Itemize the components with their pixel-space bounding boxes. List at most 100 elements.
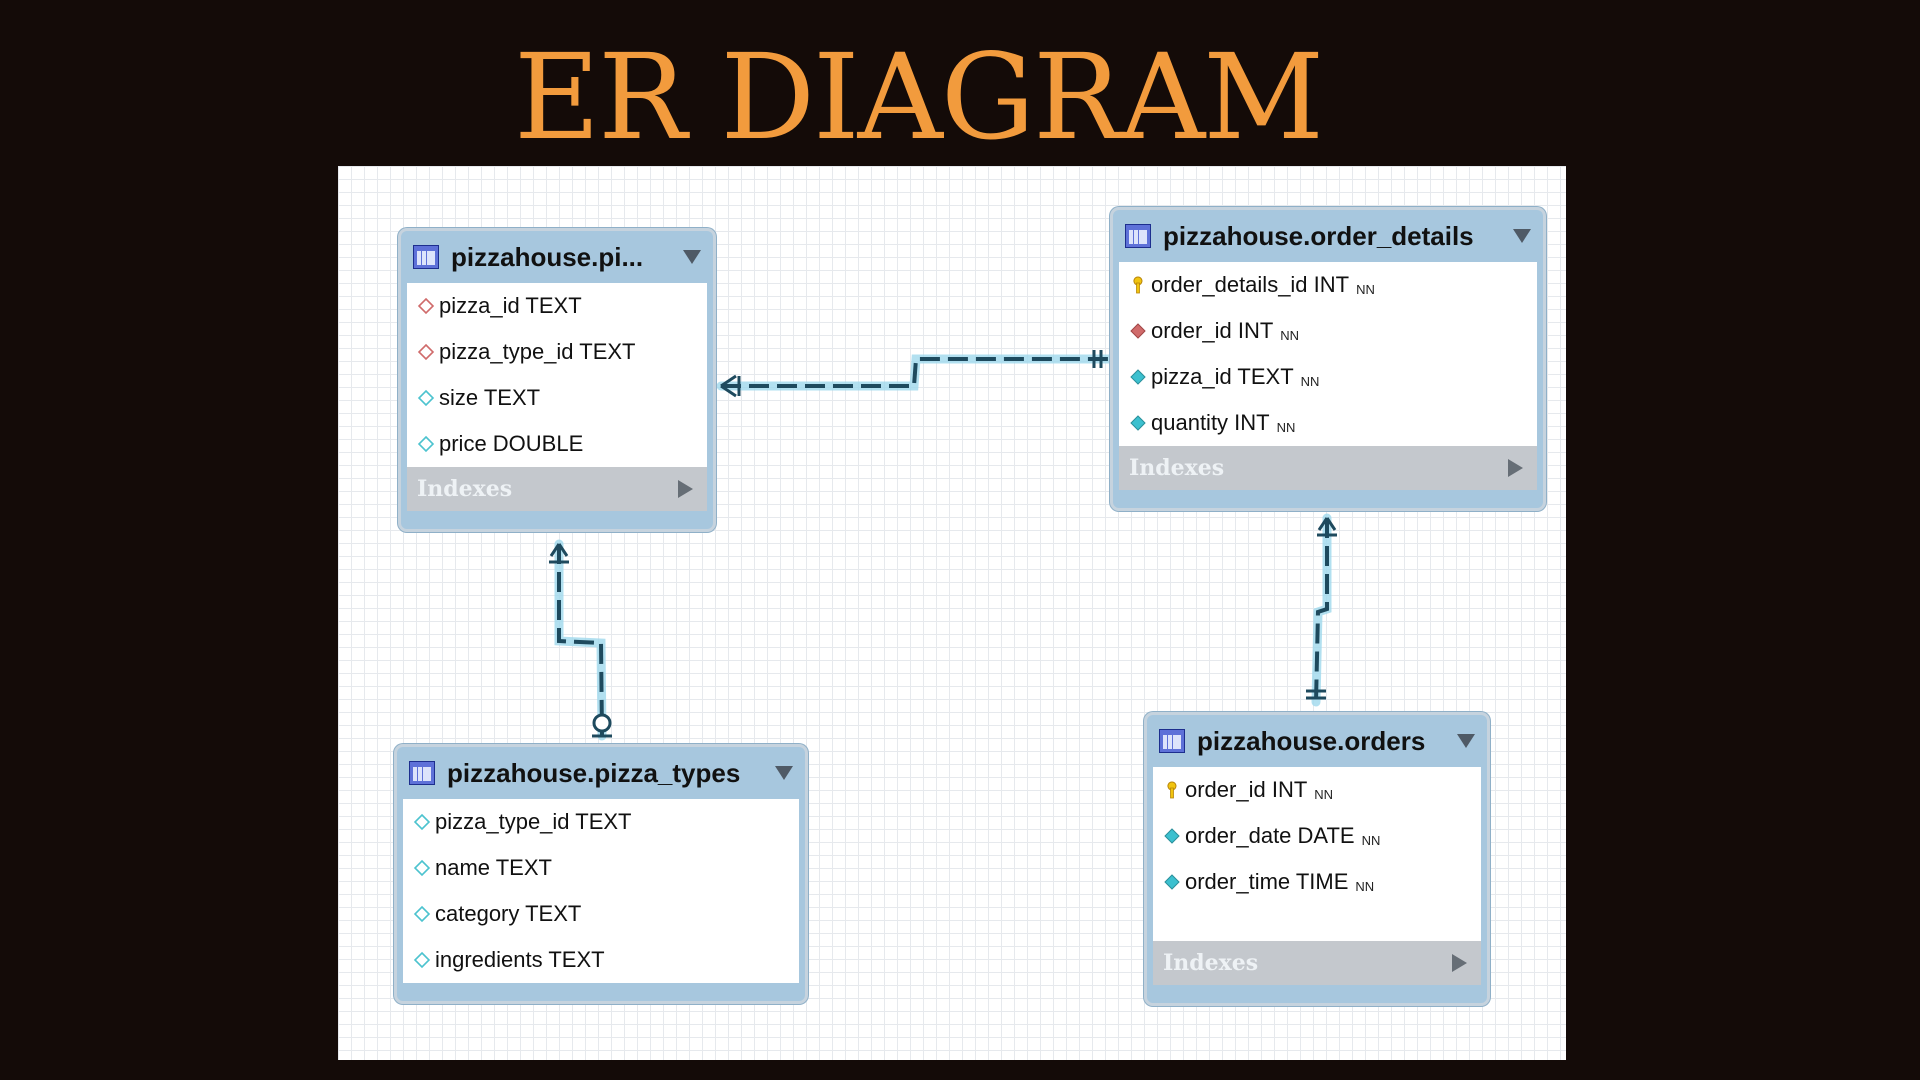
crowfoot-mark	[720, 374, 741, 398]
table-header[interactable]: pizzahouse.orders	[1147, 715, 1487, 767]
table-icon	[1125, 224, 1151, 248]
column-name: quantity INT	[1151, 410, 1270, 435]
column-row[interactable]: order_id INT NN	[1153, 767, 1481, 813]
primary-key-icon	[1167, 781, 1177, 799]
column-diamond-icon	[417, 435, 435, 453]
relationship-pizzas-order-details[interactable]	[716, 350, 1114, 398]
column-list: pizza_id TEXT pizza_type_id TEXT size TE…	[407, 283, 707, 467]
table-icon	[413, 245, 439, 269]
column-list: order_id INT NN order_date DATE NN order…	[1153, 767, 1481, 941]
column-row[interactable]: price DOUBLE	[407, 421, 707, 467]
indexes-label: Indexes	[1129, 455, 1225, 481]
table-name: pizzahouse.pizza_types	[447, 757, 741, 788]
indexes-label: Indexes	[417, 476, 513, 502]
dropdown-icon[interactable]	[683, 250, 701, 264]
column-row[interactable]: order_details_id INT NN	[1119, 262, 1537, 308]
dropdown-icon[interactable]	[775, 766, 793, 780]
column-row[interactable]: pizza_id TEXT	[407, 283, 707, 329]
column-name: order_details_id INT	[1151, 272, 1350, 297]
column-list: order_details_id INT NN order_id INT NN …	[1119, 262, 1537, 446]
crowfoot-mark	[549, 543, 569, 564]
column-name: pizza_type_id TEXT	[435, 809, 632, 834]
table-pizzas[interactable]: pizzahouse.pi... pizza_id TEXT pizza_typ…	[398, 228, 716, 532]
not-null-flag: NN	[1300, 373, 1320, 389]
column-name: order_date DATE	[1185, 823, 1355, 848]
not-null-flag: NN	[1356, 281, 1375, 297]
table-name: pizzahouse.order_details	[1163, 220, 1474, 251]
relationship-connectors	[549, 350, 1337, 741]
dropdown-icon[interactable]	[1513, 229, 1531, 243]
column-name: order_id INT	[1151, 318, 1274, 343]
table-header[interactable]: pizzahouse.pi...	[401, 231, 713, 283]
table-footer	[397, 983, 805, 1001]
indexes-section[interactable]: Indexes	[1119, 446, 1537, 490]
column-row[interactable]: order_time TIME NN	[1153, 859, 1481, 905]
column-name: ingredients TEXT	[435, 947, 605, 972]
expand-arrow-icon[interactable]	[678, 480, 693, 498]
column-name: size TEXT	[439, 385, 541, 410]
column-row[interactable]: category TEXT	[403, 891, 799, 937]
table-footer	[401, 511, 713, 529]
column-diamond-icon	[413, 951, 431, 969]
not-null-flag: NN	[1361, 832, 1381, 848]
table-icon	[1159, 729, 1185, 753]
expand-arrow-icon[interactable]	[1508, 459, 1523, 477]
column-row[interactable]: pizza_id TEXT NN	[1119, 354, 1537, 400]
primary-key-icon	[1133, 276, 1143, 294]
table-icon	[409, 761, 435, 785]
column-list: pizza_type_id TEXT name TEXT category TE…	[403, 799, 799, 983]
table-footer	[1147, 985, 1487, 1003]
crowfoot-mark	[1317, 517, 1337, 537]
column-name: order_id INT	[1185, 777, 1308, 802]
table-header[interactable]: pizzahouse.pizza_types	[397, 747, 805, 799]
not-null-flag: NN	[1280, 327, 1300, 343]
column-row[interactable]: pizza_type_id TEXT	[407, 329, 707, 375]
column-name: order_time TIME	[1185, 869, 1349, 894]
nn-diamond-filled-icon	[1164, 828, 1180, 844]
indexes-section[interactable]: Indexes	[407, 467, 707, 511]
relationship-pizzas-pizza-types[interactable]	[549, 539, 612, 741]
column-row[interactable]: ingredients TEXT	[403, 937, 799, 983]
table-header[interactable]: pizzahouse.order_details	[1113, 210, 1543, 262]
column-name: price DOUBLE	[439, 431, 584, 456]
column-diamond-icon	[413, 905, 431, 923]
column-diamond-icon	[413, 859, 431, 877]
column-row[interactable]: order_id INT NN	[1119, 308, 1537, 354]
nn-diamond-filled-icon	[1130, 415, 1146, 431]
dropdown-icon[interactable]	[1457, 734, 1475, 748]
one-mark	[1092, 350, 1103, 368]
not-null-flag: NN	[1355, 878, 1375, 894]
fk-diamond-icon	[417, 343, 435, 361]
one-mark	[1306, 689, 1326, 700]
column-diamond-icon	[413, 813, 431, 831]
column-name: pizza_type_id TEXT	[439, 339, 636, 364]
column-name: pizza_id TEXT	[439, 293, 582, 318]
column-name: category TEXT	[435, 901, 582, 926]
table-order-details[interactable]: pizzahouse.order_details order_details_i…	[1110, 207, 1546, 511]
table-name: pizzahouse.pi...	[451, 241, 644, 272]
not-null-flag: NN	[1276, 419, 1296, 435]
expand-arrow-icon[interactable]	[1452, 954, 1467, 972]
fk-diamond-icon	[417, 297, 435, 315]
column-row[interactable]: order_date DATE NN	[1153, 813, 1481, 859]
diagram-canvas[interactable]: pizzahouse.pi... pizza_id TEXT pizza_typ…	[338, 166, 1566, 1060]
table-pizza-types[interactable]: pizzahouse.pizza_types pizza_type_id TEX…	[394, 744, 808, 1004]
nn-diamond-filled-icon	[1130, 369, 1146, 385]
zero-or-one-mark	[592, 713, 612, 738]
fk-diamond-filled-icon	[1130, 323, 1146, 339]
table-name: pizzahouse.orders	[1197, 725, 1426, 756]
table-orders[interactable]: pizzahouse.orders order_id INT NN order_…	[1144, 712, 1490, 1006]
column-name: name TEXT	[435, 855, 552, 880]
column-diamond-icon	[417, 389, 435, 407]
column-row[interactable]: name TEXT	[403, 845, 799, 891]
relationship-order-details-orders[interactable]	[1306, 513, 1337, 707]
column-name: pizza_id TEXT	[1151, 364, 1294, 389]
column-row[interactable]: quantity INT NN	[1119, 400, 1537, 446]
indexes-label: Indexes	[1163, 950, 1259, 976]
table-footer	[1113, 490, 1543, 508]
nn-diamond-filled-icon	[1164, 874, 1180, 890]
not-null-flag: NN	[1314, 786, 1334, 802]
column-row[interactable]: size TEXT	[407, 375, 707, 421]
column-row[interactable]: pizza_type_id TEXT	[403, 799, 799, 845]
indexes-section[interactable]: Indexes	[1153, 941, 1481, 985]
